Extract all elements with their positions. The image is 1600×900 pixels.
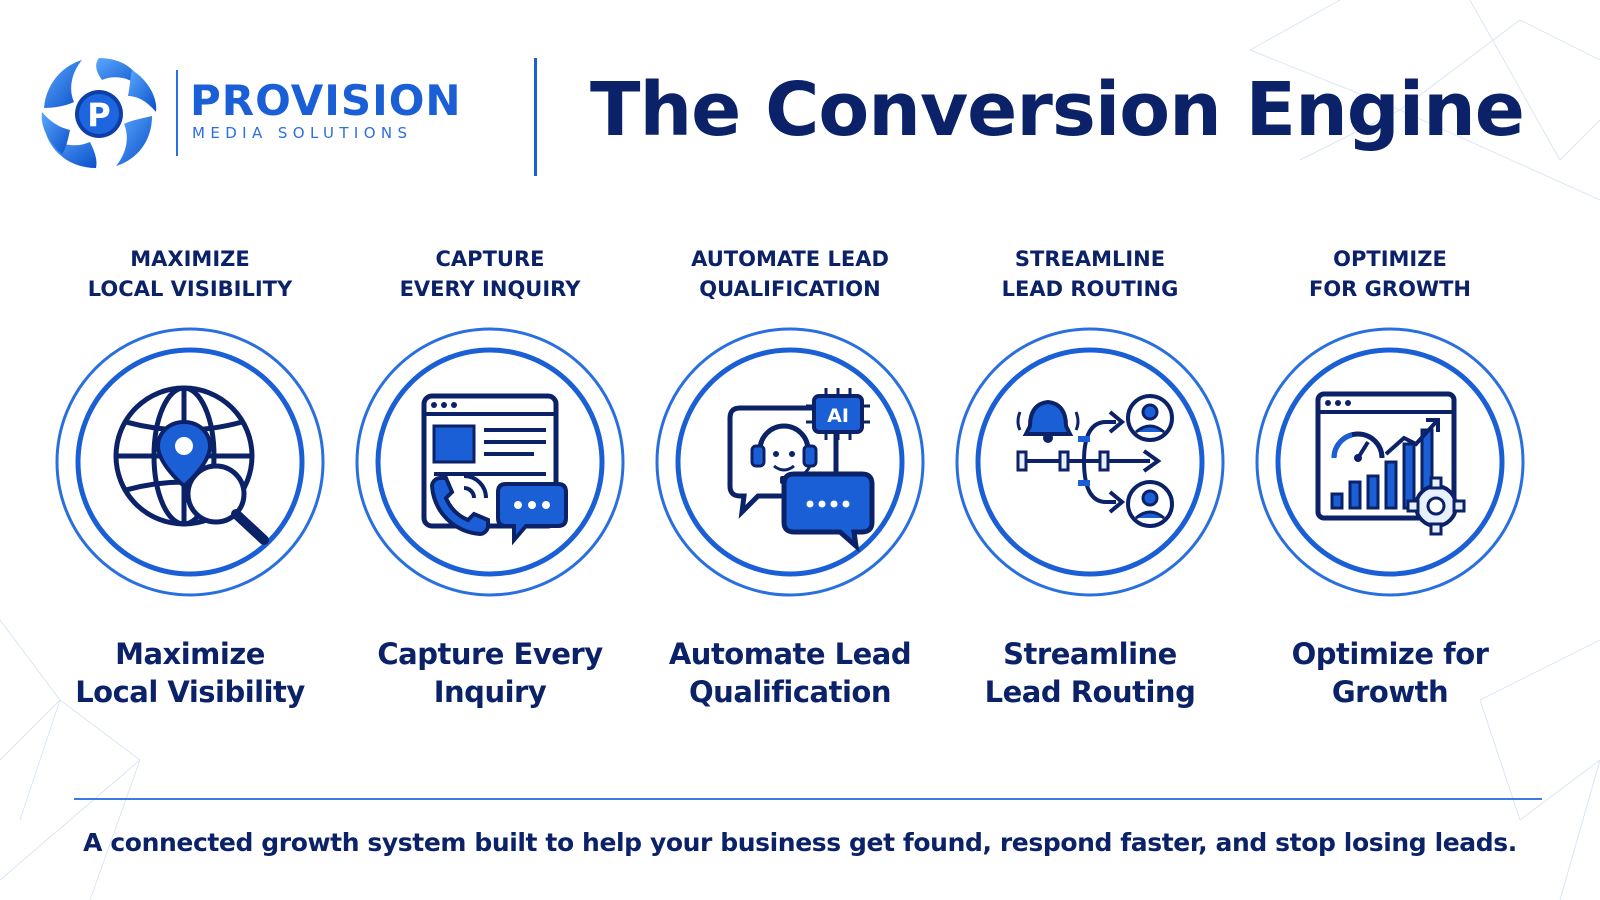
step-label: Maximize Local Visibility [75,637,305,709]
growth-dashboard-icon [1255,327,1525,597]
step-label: Optimize for Growth [1291,637,1489,709]
steps-row: MAXIMIZE LOCAL VISIBILITY Maximize Local… [0,240,1600,720]
step-heading: CAPTURE EVERY INQUIRY [399,247,581,301]
logo-divider [176,70,178,156]
lead-routing-icon [955,327,1225,597]
provision-logo-icon: P [41,58,157,168]
tagline: A connected growth system built to help … [83,828,1517,857]
globe-location-search-icon [55,327,325,597]
ai-badge-text: AI [827,405,849,427]
page-title: The Conversion Engine [590,67,1525,153]
title-divider [534,58,537,176]
step-heading: MAXIMIZE LOCAL VISIBILITY [87,247,293,301]
svg-text:P: P [87,96,110,134]
step-label: Streamline Lead Routing [984,637,1196,709]
ai-chat-agent-icon: AI [655,327,925,597]
step-heading: AUTOMATE LEAD QUALIFICATION [691,247,889,301]
step-label: Capture Every Inquiry [377,637,603,709]
step-label: Automate Lead Qualification [668,637,912,709]
brand-subtitle: MEDIA SOLUTIONS [192,124,413,142]
step-maximize-visibility: MAXIMIZE LOCAL VISIBILITY Maximize Local… [40,240,340,720]
step-optimize-growth: OPTIMIZE FOR GROWTH [1240,240,1540,720]
brand-name: PROVISION [190,76,462,125]
step-heading: OPTIMIZE FOR GROWTH [1308,247,1471,301]
step-streamline-routing: STREAMLINE LEAD ROUTING [940,240,1240,720]
web-form-phone-chat-icon [355,327,625,597]
footer-divider [74,798,1542,800]
step-heading: STREAMLINE LEAD ROUTING [1001,247,1179,301]
header: P PROVISION MEDIA SOLUTIONS The Conversi… [0,0,1600,200]
step-automate-qualification: AUTOMATE LEAD QUALIFICATION AI [640,240,940,720]
step-capture-inquiry: CAPTURE EVERY INQUIRY Capture Every Inqu… [340,240,640,720]
